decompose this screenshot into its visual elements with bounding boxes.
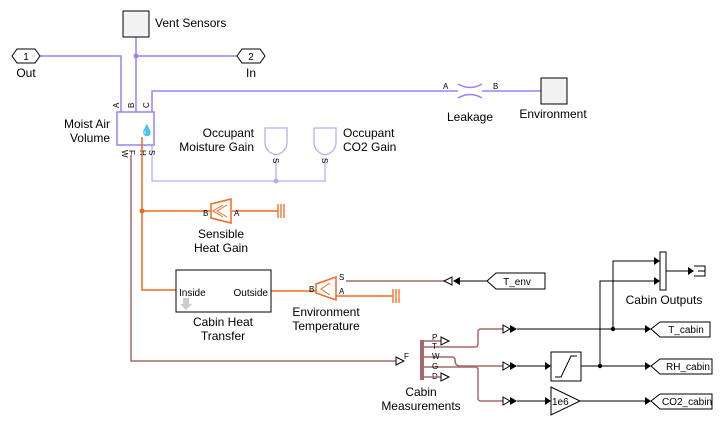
svg-text:F: F	[404, 352, 409, 361]
svg-text:Cabin: Cabin	[405, 385, 436, 399]
svg-text:S: S	[339, 273, 344, 282]
vent-sensors-block[interactable]: Vent Sensors	[122, 10, 226, 38]
svg-text:S: S	[147, 150, 156, 155]
svg-text:A: A	[339, 287, 345, 296]
svg-text:Environment: Environment	[519, 107, 587, 121]
svg-text:Cabin Heat: Cabin Heat	[193, 315, 254, 329]
svg-text:Cabin Outputs: Cabin Outputs	[626, 293, 703, 307]
moist-air-connections	[40, 37, 541, 184]
out-port[interactable]: 1 Out	[11, 48, 41, 80]
t-env-from-block[interactable]: T_env	[486, 272, 546, 290]
svg-text:CO2 Gain: CO2 Gain	[343, 140, 396, 154]
svg-text:Moist Air: Moist Air	[64, 117, 110, 131]
svg-text:W: W	[120, 150, 129, 158]
terminator-block[interactable]	[694, 265, 706, 277]
out-port-label: Out	[16, 66, 36, 80]
svg-text:Transfer: Transfer	[201, 329, 245, 343]
svg-text:T: T	[432, 342, 437, 351]
svg-text:1: 1	[23, 52, 29, 63]
environment-temperature-block[interactable]: B S A Environment Temperature	[292, 273, 360, 333]
svg-text:Occupant: Occupant	[203, 126, 255, 140]
cabin-measurements-block[interactable]: F P T W G D Cabin Measurements	[381, 333, 460, 413]
svg-text:G: G	[432, 362, 438, 371]
t-cabin-goto-block[interactable]: T_cabin	[650, 321, 711, 338]
svg-text:A: A	[112, 102, 121, 108]
co2-cabin-goto-block[interactable]: CO2_cabin	[650, 393, 713, 410]
cabin-heat-transfer-block[interactable]: Inside Outside Cabin Heat Transfer	[175, 269, 272, 343]
svg-text:T_env: T_env	[503, 277, 531, 288]
cabin-outputs-mux[interactable]: Cabin Outputs	[626, 251, 703, 307]
svg-text:Volume: Volume	[70, 131, 110, 145]
environment-block[interactable]: Environment	[519, 77, 587, 121]
svg-text:Temperature: Temperature	[292, 319, 360, 333]
sensor-connections	[130, 155, 503, 402]
svg-text:RH_cabin: RH_cabin	[666, 362, 710, 373]
svg-text:Leakage: Leakage	[447, 110, 493, 124]
svg-text:A: A	[234, 209, 240, 218]
svg-text:T_cabin: T_cabin	[668, 325, 704, 336]
in-port[interactable]: 2 In	[236, 48, 266, 80]
occupant-moisture-gain-block[interactable]: S Occupant Moisture Gain	[179, 126, 288, 163]
occupant-co2-gain-block[interactable]: S Occupant CO2 Gain	[313, 126, 396, 163]
vent-sensors-label: Vent Sensors	[155, 16, 226, 30]
svg-text:Occupant: Occupant	[343, 126, 395, 140]
svg-text:A: A	[443, 82, 449, 91]
svg-text:S: S	[271, 158, 280, 163]
svg-text:B: B	[309, 285, 314, 294]
svg-text:S: S	[320, 158, 329, 163]
svg-text:Heat Gain: Heat Gain	[194, 241, 248, 255]
droplets-icon: 💧	[140, 124, 154, 137]
svg-text:P: P	[432, 333, 437, 342]
svg-text:2: 2	[248, 52, 254, 63]
in-port-label: In	[246, 66, 256, 80]
svg-text:Environment: Environment	[292, 305, 360, 319]
gain-block[interactable]: 1e6	[550, 386, 582, 416]
svg-text:Inside: Inside	[179, 288, 206, 299]
leakage-block[interactable]: A B Leakage	[443, 82, 498, 124]
svg-text:F: F	[127, 150, 136, 155]
svg-text:Moisture Gain: Moisture Gain	[179, 140, 254, 154]
moist-air-volume-block[interactable]: 💧 A B C W F H S Moist Air Volume	[64, 102, 156, 158]
saturation-block[interactable]	[550, 351, 582, 382]
rh-cabin-goto-block[interactable]: RH_cabin	[650, 358, 713, 375]
svg-text:Sensible: Sensible	[198, 227, 244, 241]
svg-text:Measurements: Measurements	[381, 399, 460, 413]
svg-text:C: C	[142, 102, 151, 108]
sensible-heat-gain-block[interactable]: B A Sensible Heat Gain	[194, 198, 248, 255]
subsystem-arrow-icon	[180, 298, 192, 310]
svg-text:Outside: Outside	[234, 288, 269, 299]
svg-text:B: B	[203, 209, 208, 218]
svg-text:CO2_cabin: CO2_cabin	[662, 397, 712, 408]
svg-text:B: B	[127, 103, 136, 108]
thermal-connections	[139, 137, 400, 303]
svg-text:W: W	[432, 352, 440, 361]
signal-lines	[502, 257, 694, 406]
svg-text:1e6: 1e6	[552, 397, 569, 408]
svg-text:B: B	[493, 82, 498, 91]
